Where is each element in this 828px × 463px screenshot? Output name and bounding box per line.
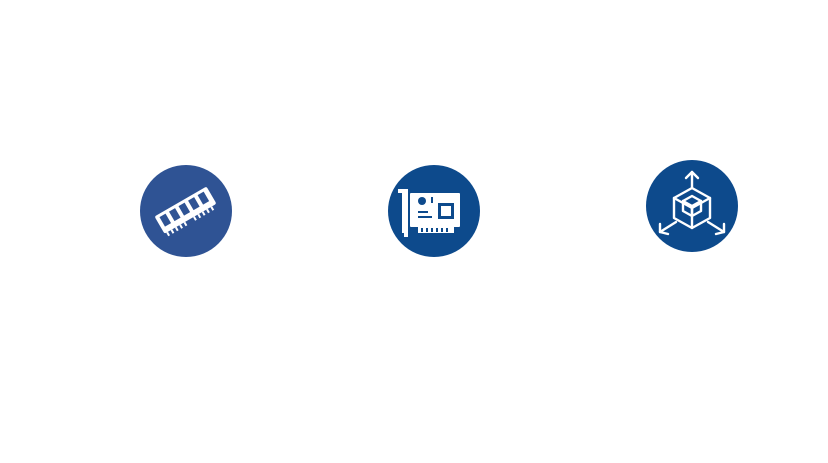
- expansion-card-icon: [388, 165, 480, 257]
- 3d-cube-arrows-icon: [646, 160, 738, 252]
- memory-module-icon: [140, 165, 232, 257]
